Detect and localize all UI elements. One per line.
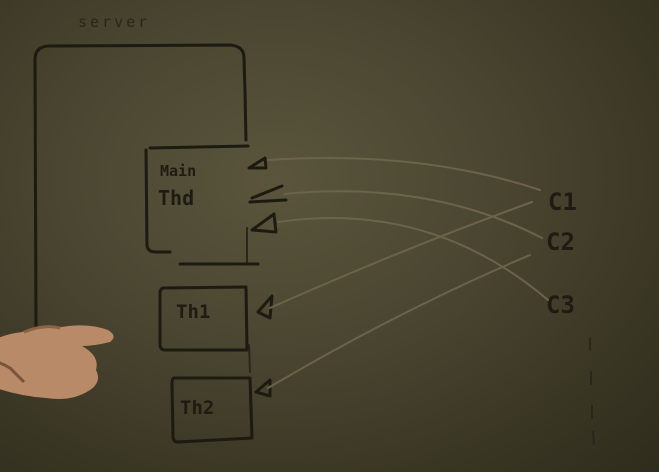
more-clients-dots xyxy=(589,337,595,445)
th1-box xyxy=(158,285,249,352)
server-box-lower-edge xyxy=(246,227,251,373)
main-port-1 xyxy=(247,156,268,170)
th2-port xyxy=(254,378,272,398)
connection-c3-main xyxy=(277,217,549,301)
pointing-hand xyxy=(0,325,114,399)
th1-label: Th1 xyxy=(176,301,210,323)
client-c2-label: C2 xyxy=(546,228,575,256)
connection-c1-main xyxy=(267,157,541,191)
connection-c1-th1 xyxy=(269,201,533,309)
th2-label: Th2 xyxy=(180,397,214,419)
main-thread-box xyxy=(144,144,260,266)
connection-c2-th2 xyxy=(267,254,531,389)
main-port-3 xyxy=(250,212,278,234)
client-c1-label: C1 xyxy=(548,188,577,216)
server-box-right-edge xyxy=(243,90,248,142)
th2-box xyxy=(170,376,254,444)
server-label: server xyxy=(78,13,150,31)
main-port-2 xyxy=(248,184,288,204)
main-thread-label-line1: Main xyxy=(160,162,196,180)
client-c3-label: C3 xyxy=(546,291,575,319)
server-box xyxy=(33,43,247,332)
main-thread-label-line2: Thd xyxy=(158,186,194,210)
connection-c2-main xyxy=(283,190,543,239)
